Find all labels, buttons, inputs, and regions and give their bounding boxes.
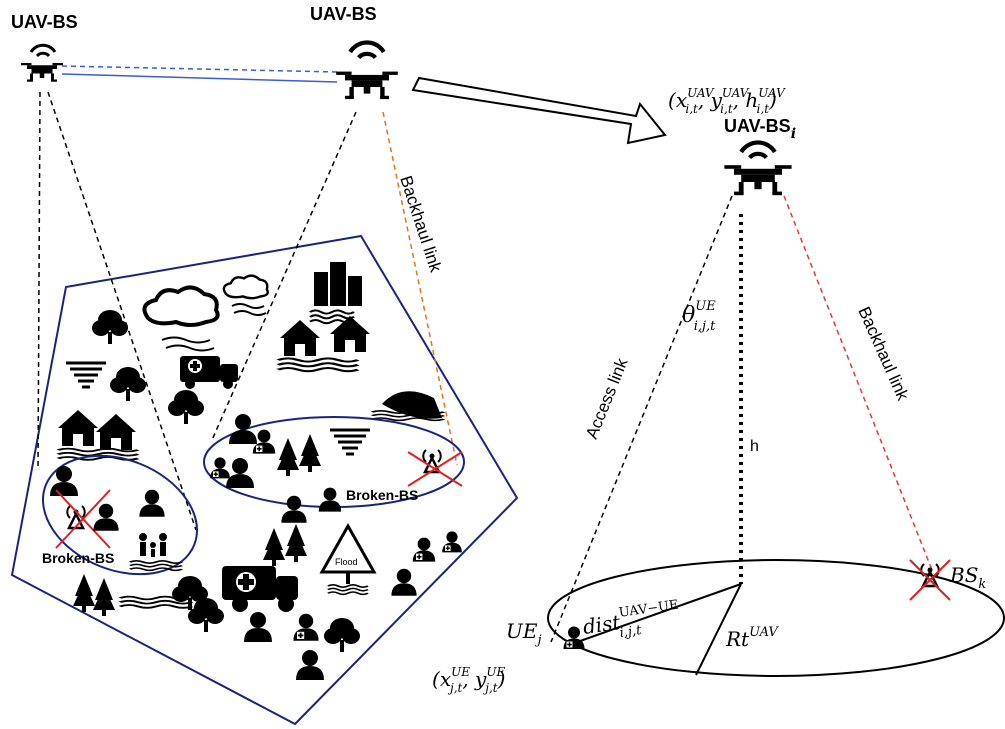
tree-icon <box>324 618 360 652</box>
house-icon <box>96 414 136 450</box>
person-icon <box>281 495 307 523</box>
uav-right-label: UAV-BSi <box>724 116 796 142</box>
broken-bs-label-left: Broken-BS <box>42 550 114 566</box>
drone-icon <box>21 63 63 82</box>
backhaul-label-right: Backhaul link <box>854 304 912 404</box>
zoom-arrow <box>411 76 667 145</box>
person-icon <box>50 466 78 496</box>
medic-icon <box>412 537 436 562</box>
tornado-icon <box>64 361 108 389</box>
backhaul-label-top: Backhaul link <box>396 173 445 275</box>
uav-link-dashed <box>61 65 338 73</box>
cross-icon <box>407 451 463 487</box>
medic-icon <box>293 613 319 641</box>
wifi-icon <box>741 142 775 157</box>
uav-top-label: UAV-BS <box>310 4 377 24</box>
car-in-flood-icon <box>372 391 444 420</box>
cross-icon <box>909 559 951 601</box>
ue-label: UEj <box>506 619 542 648</box>
tower-icon <box>422 448 442 474</box>
broken-bs-area-left <box>42 454 198 576</box>
house-icon <box>58 410 98 446</box>
medic-icon <box>442 531 462 553</box>
access-link-label: Access link <box>582 355 632 441</box>
cloud-icon <box>142 285 220 327</box>
cloud-icon <box>222 274 269 300</box>
coverage-ellipse <box>547 559 1005 677</box>
medic-icon <box>210 457 230 479</box>
backhaul-line-right <box>783 195 933 571</box>
family-icon <box>139 533 167 557</box>
drone-icon <box>724 165 792 196</box>
flood-sign-text: Flood <box>335 557 358 567</box>
access-link-line <box>550 195 733 643</box>
cross-icon <box>55 489 111 549</box>
rescuer-icon <box>318 487 342 512</box>
tree-icon <box>110 367 146 401</box>
pine-tree-icon <box>299 434 321 472</box>
house-icon <box>280 320 320 356</box>
coverage-line <box>211 111 357 441</box>
ue-icon <box>563 626 585 649</box>
coverage-line <box>37 91 41 471</box>
rescuer-icon <box>226 458 254 488</box>
house-icon <box>330 316 370 352</box>
pine-tree-icon <box>277 438 299 476</box>
flood-sign-icon: Flood <box>319 522 377 596</box>
radius-line <box>695 583 742 676</box>
rescuer-icon <box>139 489 165 517</box>
buildings-icon <box>308 262 362 325</box>
pine-tree-icon <box>285 524 307 562</box>
ambulance-icon <box>222 566 298 612</box>
rescuer-icon <box>244 612 272 642</box>
backhaul-line-top <box>382 111 458 466</box>
rescuer-icon <box>391 568 417 596</box>
ambulance-icon <box>180 356 238 389</box>
wifi-icon <box>350 42 384 57</box>
pine-tree-icon <box>73 574 95 612</box>
pine-tree-icon <box>263 528 285 566</box>
pine-tree-icon <box>93 578 115 616</box>
radius-label: RtUAV <box>725 625 779 651</box>
drone-icon <box>336 71 398 100</box>
uav-link-solid <box>61 73 338 83</box>
wind-icon <box>161 303 267 352</box>
tree-icon <box>168 390 204 424</box>
rescuer-icon <box>229 414 257 444</box>
distance-line <box>565 583 742 647</box>
wifi-icon <box>29 43 57 58</box>
bs-label: BSk <box>949 563 986 592</box>
uav-left-label: UAV-BS <box>11 12 78 32</box>
person-icon <box>296 650 324 680</box>
tree-icon <box>188 598 224 632</box>
tornado-icon <box>328 428 372 456</box>
disaster-region <box>10 234 519 726</box>
broken-bs-label-right: Broken-BS <box>346 487 418 503</box>
rescuer-icon <box>93 503 119 531</box>
flood-waves-icon <box>278 358 358 371</box>
height-label: h <box>750 438 759 455</box>
